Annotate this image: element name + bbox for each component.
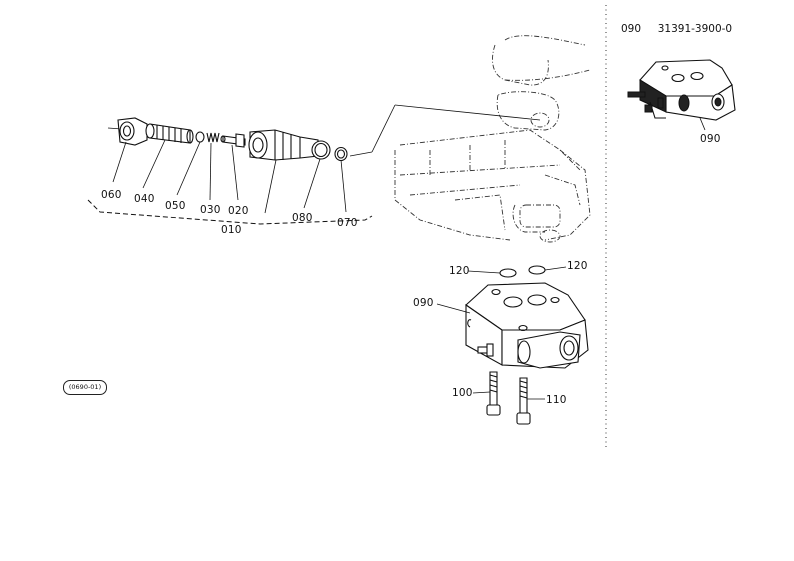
page-stamp: (0690-01) (63, 380, 107, 395)
part-020-pin (220, 133, 246, 148)
part-code: 31391-3900-0 (657, 23, 733, 35)
callout-120-right: 120 (567, 260, 588, 272)
part-110-bolt (516, 377, 531, 425)
part-030-spring (206, 132, 220, 143)
callout-040: 040 (134, 193, 155, 205)
part-header: 090 31391-3900-0 (621, 23, 732, 35)
part-050-ring (195, 131, 205, 143)
inset-thumbnail (627, 59, 736, 131)
part-040-sleeve (145, 123, 194, 144)
callout-010: 010 (221, 224, 242, 236)
part-number: 090 (621, 23, 642, 35)
part-100-bolt (486, 371, 501, 416)
part-plunger-body (248, 129, 319, 161)
callout-020: 020 (228, 205, 249, 217)
callout-030: 030 (200, 204, 221, 216)
callout-120-left: 120 (449, 265, 470, 277)
group-010-bracket (87, 199, 373, 225)
phantom-housing (394, 35, 591, 243)
callout-110: 110 (546, 394, 567, 406)
part-090-valve-body (465, 265, 589, 369)
callout-070: 070 (337, 217, 358, 229)
callout-060: 060 (101, 189, 122, 201)
inset-label-090: 090 (700, 133, 721, 145)
callout-100: 100 (452, 387, 473, 399)
callout-090: 090 (413, 297, 434, 309)
part-060-nut (117, 117, 148, 146)
callout-050: 050 (165, 200, 186, 212)
callout-080: 080 (292, 212, 313, 224)
